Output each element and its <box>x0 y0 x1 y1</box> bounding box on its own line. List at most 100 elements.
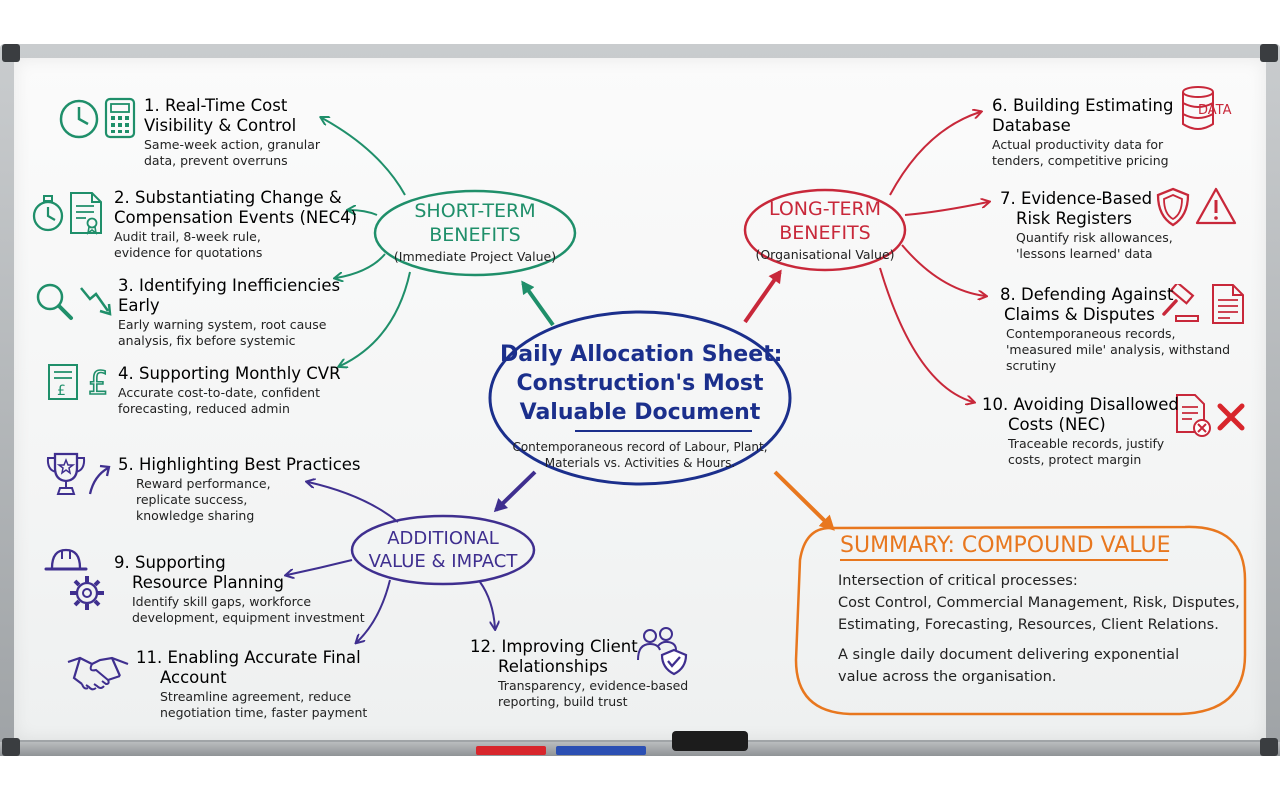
cross-icon <box>1217 403 1245 431</box>
item-heading-line: Database <box>992 116 1071 135</box>
blue-marker <box>556 746 646 755</box>
branch-item-8 <box>901 244 985 296</box>
gear-icon <box>70 576 104 610</box>
item-8: 8. Defending Against Claims & Disputes C… <box>990 285 1230 374</box>
item-heading-line: 2. Substantiating Change & <box>114 188 342 207</box>
branch-item-6 <box>889 112 980 196</box>
rejected-document-icon <box>1176 394 1211 437</box>
summary-title: SUMMARY: COMPOUND VALUE <box>840 533 1171 558</box>
clock-icon <box>59 99 99 139</box>
item-heading-line: 8. Defending Against <box>1000 285 1174 304</box>
branch-item-1 <box>322 118 406 196</box>
warning-icon <box>1195 187 1237 225</box>
branch-item-12 <box>479 581 495 628</box>
long-term-title-line: LONG-TERM <box>768 198 882 220</box>
item-detail-line: Identify skill gaps, workforce <box>132 594 312 609</box>
arrow-center-long-term <box>743 269 782 324</box>
short-term-node-shape <box>373 189 577 277</box>
client-shield-icon <box>637 627 688 676</box>
item-detail-line: forecasting, reduced admin <box>118 401 290 416</box>
calculator-icon <box>104 97 136 139</box>
additional-node-shape <box>350 514 536 586</box>
item-1: 1. Real-Time Cost Visibility & Control S… <box>144 96 320 169</box>
red-marker <box>476 746 546 755</box>
center-subtitle-line: Contemporaneous record of Labour, Plant, <box>512 440 768 454</box>
center-title: Daily Allocation Sheet: Construction's M… <box>500 340 783 427</box>
item-detail-line: Contemporaneous records, <box>1006 326 1176 341</box>
center-subtitle-line: Materials vs. Activities & Hours. <box>544 456 736 470</box>
branch-item-3 <box>336 253 386 278</box>
item-detail-line: replicate success, <box>136 492 248 507</box>
item-detail-line: reporting, build trust <box>498 694 628 709</box>
item-heading-line: 7. Evidence-Based <box>1000 189 1153 208</box>
center-node-shape <box>488 310 792 486</box>
trend-down-icon <box>80 287 112 316</box>
branch-item-4 <box>340 271 411 366</box>
summary-line: Estimating, Forecasting, Resources, Clie… <box>838 617 1219 633</box>
center-title-line: Daily Allocation Sheet: <box>500 342 783 367</box>
summary-closing-line: A single daily document delivering expon… <box>838 647 1180 663</box>
branch-item-7 <box>904 202 988 216</box>
summary-closing-line: value across the organisation. <box>838 669 1057 685</box>
item-2: 2. Substantiating Change & Compensation … <box>114 188 357 261</box>
item-7: 7. Evidence-Based Risk Registers Quantif… <box>1000 189 1173 262</box>
additional-title-line: VALUE & IMPACT <box>368 551 518 572</box>
item-heading-line: Relationships <box>498 657 608 676</box>
database-icon: DATA <box>1182 86 1232 130</box>
short-term-title-line: SHORT-TERM <box>414 200 536 222</box>
item-5: 5. Highlighting Best Practices Reward pe… <box>118 455 361 524</box>
long-term-title-line: BENEFITS <box>779 222 871 244</box>
item-heading-line: Costs (NEC) <box>1008 415 1106 434</box>
item-10: 10. Avoiding Disallowed Costs (NEC) Trac… <box>982 395 1179 468</box>
item-detail-line: negotiation time, faster payment <box>160 705 368 720</box>
item-heading-line: 9. Supporting <box>114 553 226 572</box>
document-icon <box>1212 284 1244 324</box>
item-6: 6. Building Estimating Database Actual p… <box>992 96 1173 169</box>
arrow-center-summary <box>773 470 835 531</box>
svg-text:£: £ <box>57 383 66 399</box>
arrow-center-short-term <box>521 280 555 327</box>
item-11: 11. Enabling Accurate Final Account Stre… <box>136 648 367 721</box>
summary-line: Intersection of critical processes: <box>838 573 1078 589</box>
branch-item-2 <box>349 210 378 216</box>
item-detail-line: 'lessons learned' data <box>1016 246 1153 261</box>
summary-box-shape <box>794 525 1247 716</box>
item-3: 3. Identifying Inefficiencies Early Earl… <box>118 276 340 349</box>
short-term-title: SHORT-TERM BENEFITS <box>380 199 570 247</box>
trophy-icon <box>46 452 86 495</box>
item-12: 12. Improving Client Relationships Trans… <box>470 637 688 710</box>
item-heading-line: 5. Highlighting Best Practices <box>118 455 361 474</box>
item-detail-line: Audit trail, 8-week rule, <box>114 229 261 244</box>
additional-title-line: ADDITIONAL <box>387 528 499 549</box>
item-heading-line: 11. Enabling Accurate Final <box>136 648 361 667</box>
item-heading-line: 10. Avoiding Disallowed <box>982 395 1179 414</box>
long-term-node-shape <box>743 188 907 272</box>
ledger-icon: £ <box>48 364 78 400</box>
item-detail-line: Early warning system, root cause <box>118 317 327 332</box>
handshake-icon <box>67 656 129 691</box>
stopwatch-icon <box>32 195 64 232</box>
item-detail-line: data, prevent overruns <box>144 153 288 168</box>
summary-line: Cost Control, Commercial Management, Ris… <box>838 595 1240 611</box>
branch-item-10 <box>879 267 973 402</box>
item-heading-line: 6. Building Estimating <box>992 96 1174 115</box>
item-heading-line: Resource Planning <box>132 573 284 592</box>
pound-icon: £ <box>87 364 109 400</box>
item-heading-line: 1. Real-Time Cost <box>144 96 288 115</box>
item-detail-line: 'measured mile' analysis, withstand <box>1006 342 1231 357</box>
center-title-line: Valuable Document <box>519 400 761 425</box>
item-heading-line: Compensation Events (NEC4) <box>114 208 358 227</box>
magnifier-icon <box>36 283 73 320</box>
item-detail-line: Transparency, evidence-based <box>498 678 689 693</box>
short-term-subtitle: (Immediate Project Value) <box>393 249 557 264</box>
item-detail-line: tenders, competitive pricing <box>992 153 1169 168</box>
short-term-title-line: BENEFITS <box>429 224 521 246</box>
whiteboard-surface <box>14 58 1266 740</box>
gavel-icon <box>1162 284 1199 322</box>
branch-item-5 <box>308 482 399 523</box>
item-detail-line: Traceable records, justify <box>1008 436 1165 451</box>
board-eraser <box>672 731 748 751</box>
summary-body: Intersection of critical processes: Cost… <box>838 570 1240 688</box>
center-title-line: Construction's Most <box>516 371 764 396</box>
item-detail-line: costs, protect margin <box>1008 452 1142 467</box>
